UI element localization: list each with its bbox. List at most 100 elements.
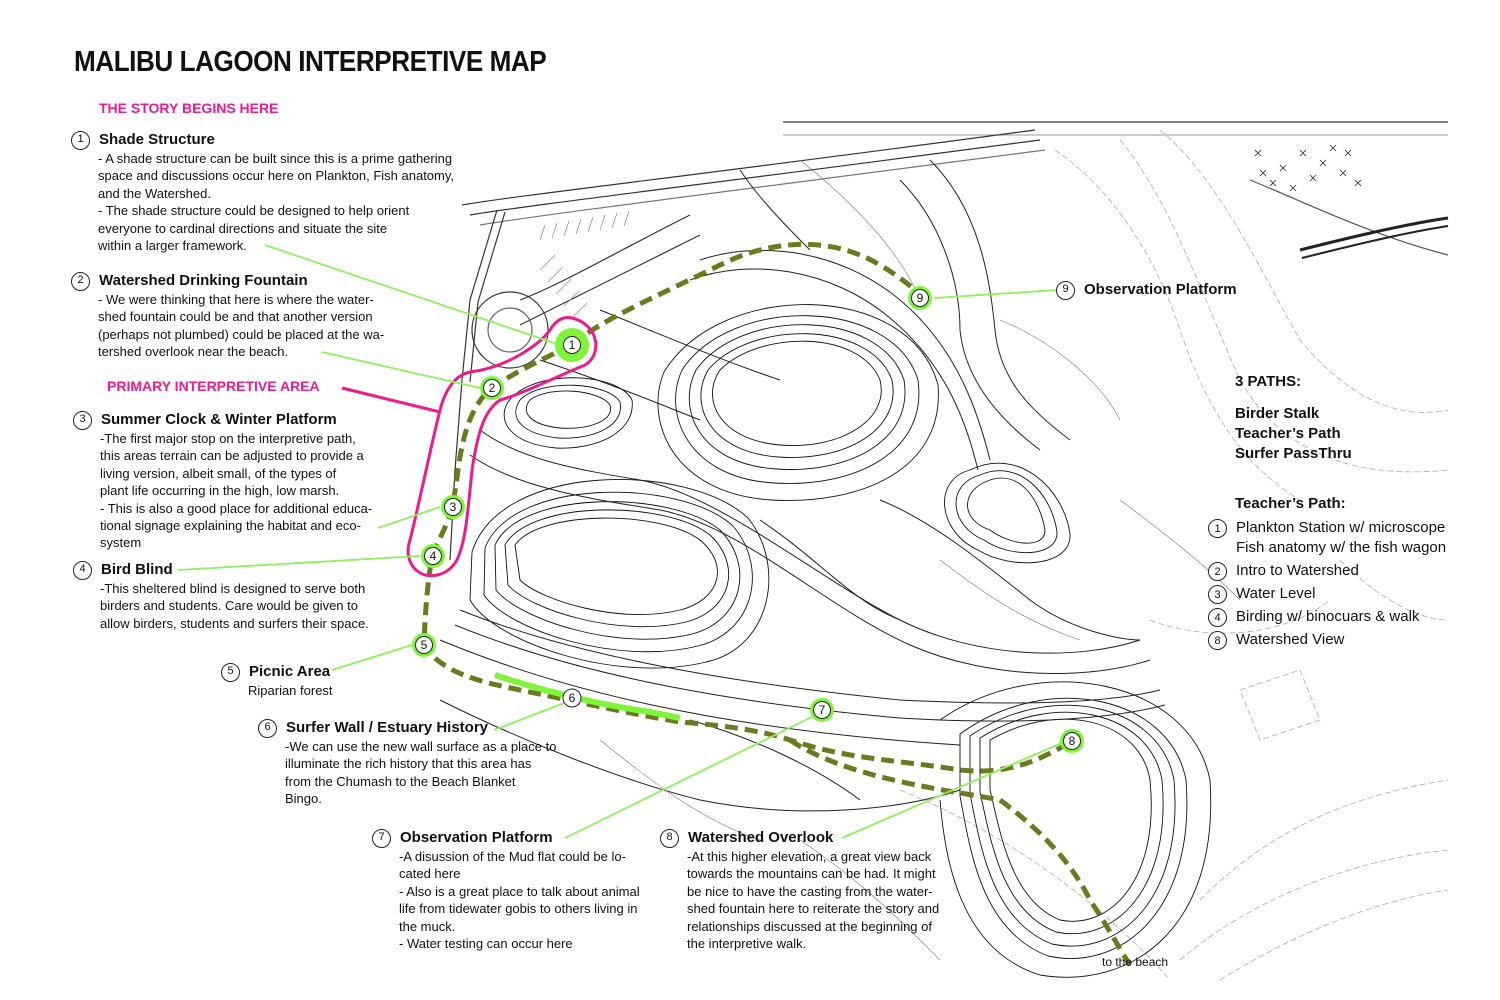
- teachers-path-text: Fish anatomy w/ the fish wagon: [1236, 539, 1447, 556]
- annotation-body: -The first major stop on the interpretiv…: [73, 430, 372, 552]
- station-marker-2: 2: [480, 376, 504, 400]
- annotation-line: and the Watershed.: [98, 185, 211, 201]
- station-number: 8: [660, 828, 679, 848]
- marker-circle: [562, 688, 582, 708]
- light-contours: [599, 159, 1241, 961]
- annotation-2: 2 Watershed Drinking Fountain - We were th…: [71, 271, 384, 361]
- marker-number: 6: [569, 691, 576, 705]
- annotation-line: - We were thinking that here is where th…: [98, 292, 374, 307]
- annotation-title: Surfer Wall / Estuary History: [286, 719, 489, 737]
- contour-lines: [469, 304, 1212, 978]
- teachers-path-text: Plankton Station w/ microscope: [1236, 519, 1446, 536]
- interpretive-path: [421, 241, 1133, 967]
- marker-inner: [415, 636, 433, 654]
- to-beach-label: to the beach: [1102, 955, 1169, 969]
- marker-number: 1: [569, 338, 576, 352]
- annotation-body: -A disussion of the Mud flat could be lo…: [372, 848, 640, 952]
- annotation-line: illuminate the rich history that this ar…: [285, 756, 532, 772]
- story-begins-label: THE STORY BEGINS HERE: [99, 100, 279, 116]
- station-number: 3: [73, 410, 92, 430]
- annotation-line: everyone to cardinal directions and situ…: [98, 220, 388, 236]
- paths-block: 3 PATHS: Birder Stalk Teacher’s Path Sur…: [1235, 372, 1352, 464]
- annotation-heading: 7 Observation Platform: [372, 828, 640, 848]
- station-number: 2: [71, 271, 90, 291]
- marker-number: 7: [819, 703, 826, 717]
- parking-stalls: [539, 210, 630, 319]
- annotation-line: -The first major stop on the interpretiv…: [100, 431, 356, 446]
- annotation-line: - A shade structure can be built since t…: [98, 151, 453, 166]
- annotation-line: this areas terrain can be adjusted to pr…: [100, 448, 364, 464]
- annotation-heading: 4 Bird Blind: [73, 560, 369, 580]
- station-number: 4: [73, 560, 92, 580]
- annotation-line: be nice to have the casting from the wat…: [687, 883, 933, 899]
- marker-inner: [563, 336, 581, 354]
- station-number: 4: [1208, 608, 1227, 627]
- annotation-line: Riparian forest: [248, 683, 333, 698]
- paths-heading: 3 PATHS:: [1235, 373, 1302, 390]
- station-marker-1: 1: [555, 328, 589, 362]
- station-number: 8: [1208, 631, 1227, 650]
- station-marker-9: 9: [908, 286, 932, 310]
- annotation-title: Watershed Drinking Fountain: [99, 272, 308, 290]
- annotation-line: -This sheltered blind is designed to ser…: [100, 581, 366, 596]
- annotation-line: system: [100, 535, 142, 551]
- annotation-line: Bingo.: [285, 791, 322, 807]
- path-item: Birder Stalk: [1235, 405, 1320, 422]
- annotation-line: life from tidewater gobis to others livi…: [399, 901, 638, 917]
- teachers-path-item: 8 Watershed View: [1208, 630, 1446, 650]
- marker-inner: [483, 379, 501, 397]
- marker-number: 5: [421, 638, 428, 652]
- annotation-line: -We can use the new wall surface as a pl…: [285, 739, 557, 754]
- annotation-title: Observation Platform: [400, 829, 553, 847]
- annotation-line: cated here: [399, 866, 461, 882]
- terrain-flow-lines: [439, 159, 1166, 812]
- marker-number: 2: [489, 381, 496, 395]
- annotation-line: towards the mountains can be had. It mig…: [687, 866, 936, 882]
- annotation-line: space and discussions occur here on Plan…: [98, 168, 455, 184]
- annotation-line: -A disussion of the Mud flat could be lo…: [399, 849, 626, 864]
- teachers-path-text: Intro to Watershed: [1236, 562, 1359, 579]
- marker-inner: [1063, 732, 1081, 750]
- marker-inner: [424, 547, 442, 565]
- annotation-line: within a larger framework.: [98, 238, 247, 254]
- marker-inner: [813, 701, 831, 719]
- annotation-line: allow birders, students and surfers thei…: [100, 615, 369, 631]
- annotation-line: birders and students. Care would be give…: [100, 598, 358, 614]
- station-number: 1: [1208, 519, 1227, 538]
- map-title: MALIBU LAGOON INTERPRETIVE MAP: [74, 46, 547, 78]
- marker-number: 9: [917, 291, 924, 305]
- station-number: 3: [1208, 585, 1227, 604]
- annotation-body: -We can use the new wall surface as a pl…: [258, 738, 556, 808]
- station-number: 7: [372, 828, 391, 848]
- annotation-line: tershed overlook near the beach.: [98, 344, 289, 360]
- road-lines: [449, 121, 1449, 561]
- teachers-path-text: Watershed View: [1236, 631, 1345, 648]
- annotation-line: (perhaps not plumbed) could be placed at…: [98, 326, 385, 342]
- station-marker-5: 5: [412, 633, 436, 657]
- annotation-body: - A shade structure can be built since t…: [71, 150, 454, 254]
- annotation-line: tional signage explaining the habitat an…: [100, 518, 361, 534]
- station-marker-4: 4: [421, 544, 445, 568]
- annotation-title: Bird Blind: [101, 561, 173, 579]
- annotation-line: the muck.: [399, 918, 456, 934]
- teachers-path-text: Water Level: [1236, 585, 1316, 602]
- teachers-path-item: 2 Intro to Watershed: [1208, 561, 1446, 581]
- primary-area-label: PRIMARY INTERPRETIVE AREA: [107, 378, 320, 394]
- annotation-title: Shade Structure: [99, 131, 215, 149]
- marker-number: 3: [450, 500, 457, 514]
- station-number: 2: [1208, 562, 1227, 581]
- annotation-line: plant life occurring in the high, low ma…: [100, 483, 340, 499]
- teachers-path-item: 3 Water Level: [1208, 584, 1446, 604]
- annotation-line: shed fountain could be and that another …: [98, 309, 373, 325]
- annotation-body: Riparian forest: [221, 682, 333, 699]
